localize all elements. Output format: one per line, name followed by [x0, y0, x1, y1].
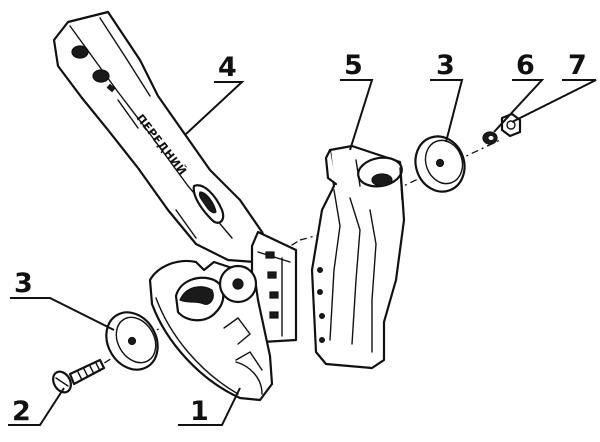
label-3-right: 3 — [436, 50, 455, 81]
label-1: 1 — [190, 396, 209, 427]
part-5-bracket — [310, 144, 406, 370]
part-6-lock-washer — [482, 131, 498, 145]
label-2: 2 — [12, 396, 31, 427]
label-7: 7 — [568, 50, 587, 81]
part-3-right-washer — [414, 135, 466, 193]
part-1-collar — [148, 259, 274, 402]
part-3-left-washer — [105, 311, 159, 371]
callout-labels: 1 2 3 3 4 5 6 7 — [12, 50, 587, 427]
part-2-screw — [52, 358, 106, 394]
leader-lines — [8, 79, 597, 426]
part-7-nut — [500, 112, 522, 138]
label-3-left: 3 — [14, 268, 33, 299]
label-4: 4 — [218, 52, 237, 83]
label-5: 5 — [344, 50, 363, 81]
label-6: 6 — [516, 50, 535, 81]
